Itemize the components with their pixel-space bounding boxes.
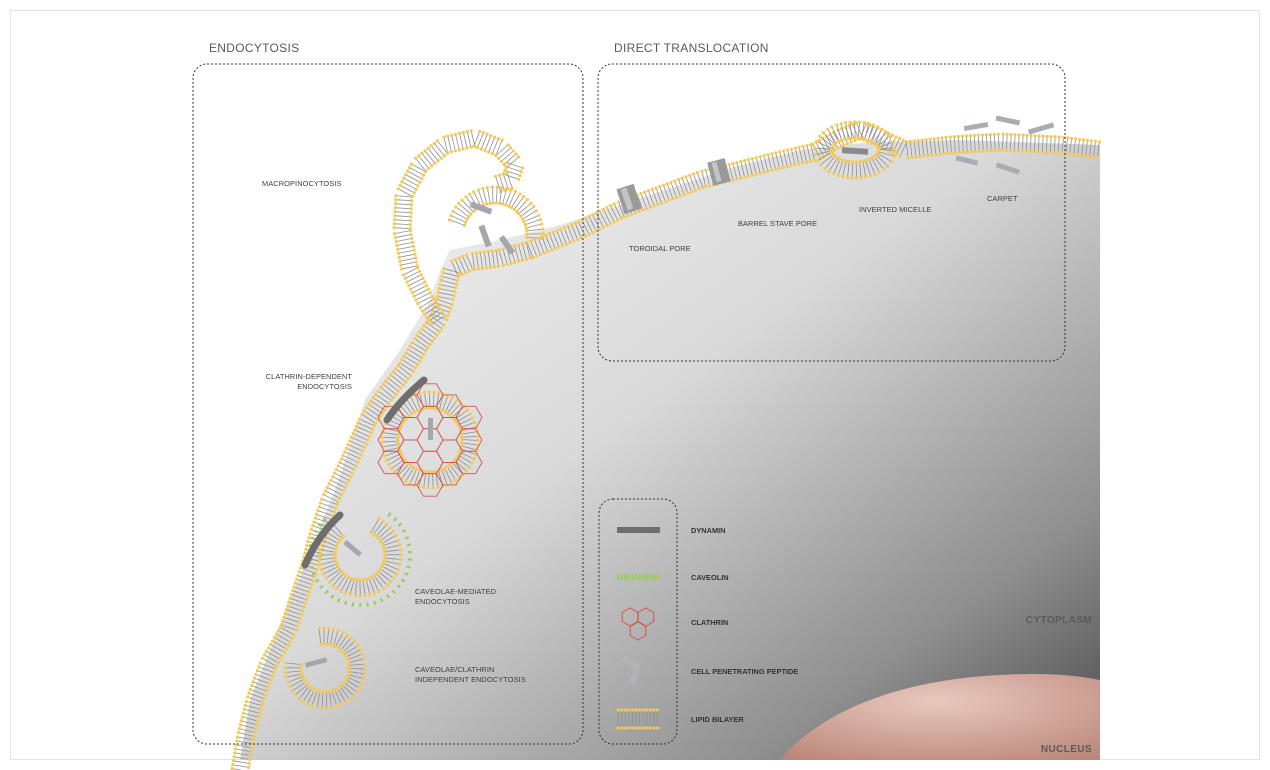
direct-translocation-title: DIRECT TRANSLOCATION: [614, 41, 769, 55]
label-macropinocytosis: MACROPINOCYTOSIS: [262, 179, 342, 188]
label-toroidal-pore: TOROIDAL PORE: [629, 244, 691, 253]
endocytosis-title: ENDOCYTOSIS: [209, 41, 299, 55]
label-clathrin-line1: CLATHRIN-DEPENDENT: [266, 372, 353, 381]
legend-caveolin-label: CAVEOLIN: [691, 573, 729, 582]
label-caveolae-line1: CAVEOLAE-MEDIATED: [415, 587, 496, 596]
label-barrel-stave-pore: BARREL STAVE PORE: [738, 219, 817, 228]
cytoplasm-region: [240, 140, 1100, 760]
label-independent-line2: INDEPENDENT ENDOCYTOSIS: [415, 675, 526, 684]
label-clathrin-line2: ENDOCYTOSIS: [297, 382, 352, 391]
legend-dynamin-icon: [617, 527, 660, 533]
label-carpet: CARPET: [987, 194, 1018, 203]
legend-peptide-label: CELL PENETRATING PEPTIDE: [691, 667, 798, 676]
legend-clathrin-label: CLATHRIN: [691, 618, 728, 627]
label-inverted-micelle: INVERTED MICELLE: [859, 205, 932, 214]
label-cytoplasm: CYTOPLASM: [1026, 615, 1092, 626]
label-nucleus: NUCLEUS: [1041, 744, 1092, 755]
legend-dynamin-label: DYNAMIN: [691, 526, 726, 535]
legend-lipid-bilayer-label: LIPID BILAYER: [691, 715, 744, 724]
label-caveolae-line2: ENDOCYTOSIS: [415, 597, 470, 606]
peptide-clathrin: [428, 418, 433, 440]
label-independent-line1: CAVEOLAE/CLATHRIN: [415, 665, 494, 674]
